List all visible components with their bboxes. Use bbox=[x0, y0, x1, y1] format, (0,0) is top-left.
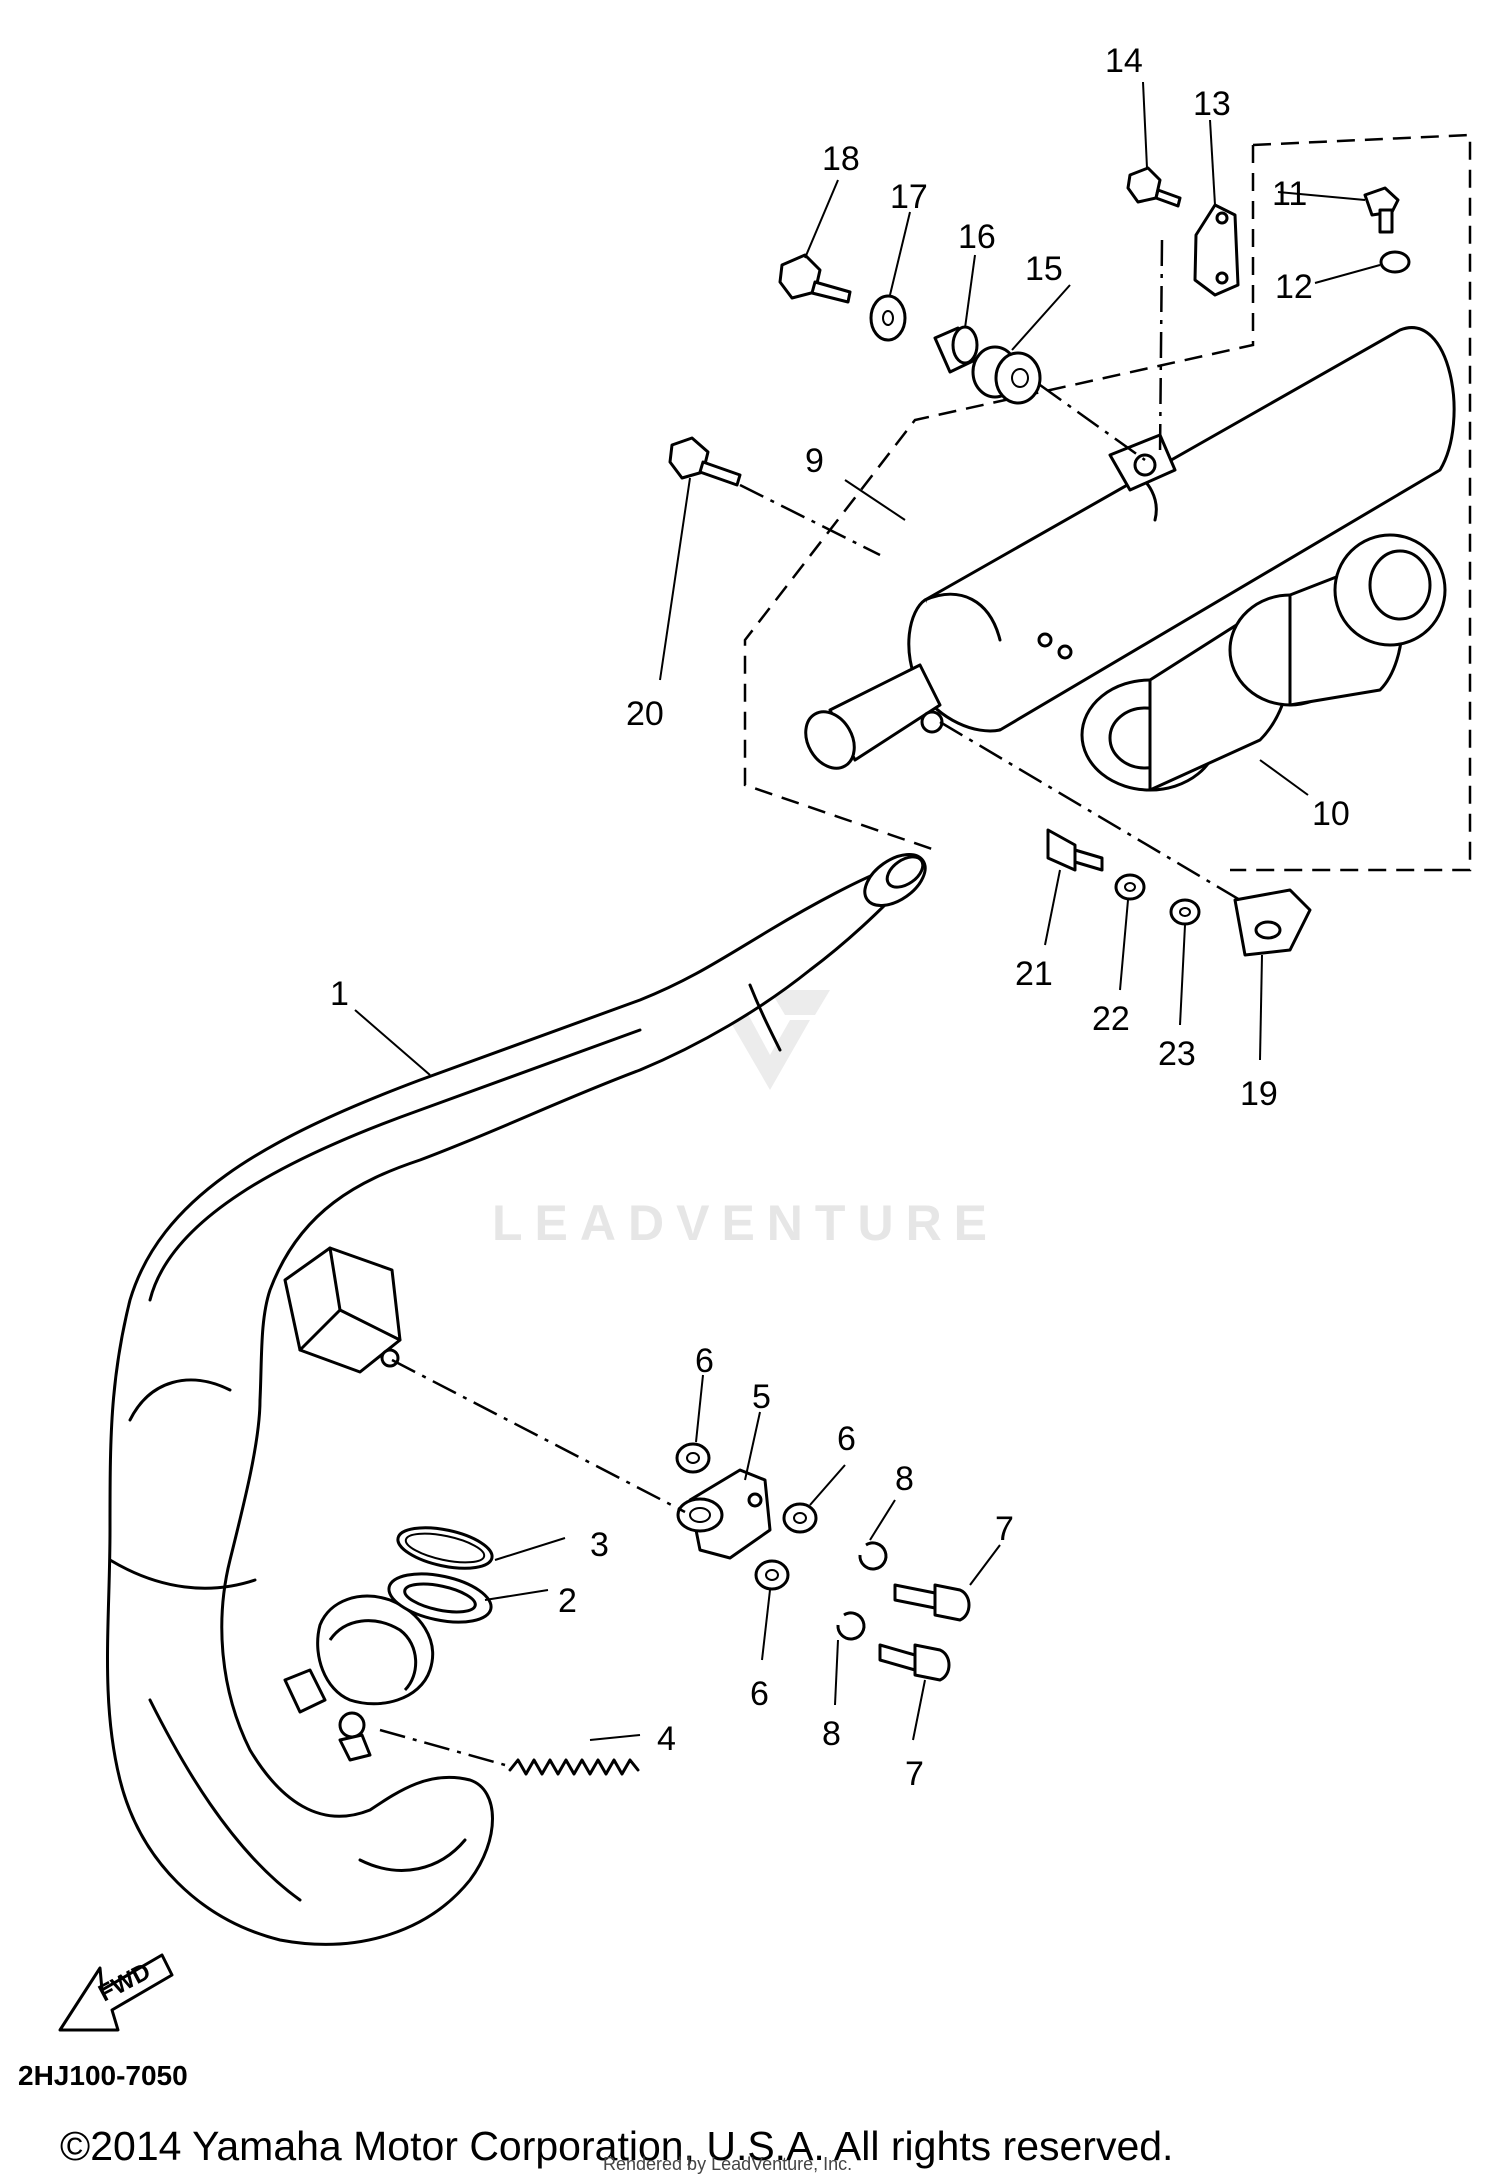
exhaust-pipe bbox=[106, 853, 927, 1946]
callout-11: 11 bbox=[1272, 175, 1307, 213]
lock-washer-8b bbox=[836, 1611, 866, 1641]
washer-12 bbox=[1379, 250, 1411, 274]
bracket-19 bbox=[1233, 888, 1312, 957]
washer-6b bbox=[782, 1502, 818, 1534]
bracket-5 bbox=[676, 1468, 772, 1560]
washer-22 bbox=[1114, 873, 1146, 901]
callout-6-right: 6 bbox=[837, 1420, 856, 1458]
callout-14: 14 bbox=[1105, 42, 1143, 80]
callout-18: 18 bbox=[822, 140, 860, 178]
collar-21 bbox=[1046, 828, 1104, 872]
callout-20: 20 bbox=[626, 695, 664, 733]
spring-4 bbox=[379, 1728, 640, 1776]
callout-6-bottom: 6 bbox=[750, 1675, 769, 1713]
silencer-insert-10 bbox=[1080, 533, 1447, 792]
callout-3: 3 bbox=[590, 1526, 609, 1564]
callout-labels: 1 2 3 4 5 6 6 6 7 7 8 8 9 10 11 12 13 14… bbox=[330, 42, 1350, 1793]
callout-17: 17 bbox=[890, 178, 928, 216]
callout-22: 22 bbox=[1092, 1000, 1130, 1038]
washer-6a bbox=[675, 1442, 711, 1474]
bolt-7b bbox=[878, 1643, 951, 1682]
callout-21: 21 bbox=[1015, 955, 1053, 993]
collar-16 bbox=[933, 325, 979, 374]
callout-5: 5 bbox=[752, 1378, 771, 1416]
callout-10: 10 bbox=[1312, 795, 1350, 833]
callout-8-bottom: 8 bbox=[822, 1715, 841, 1753]
callout-8-top: 8 bbox=[895, 1460, 914, 1498]
bolt-14 bbox=[1126, 166, 1182, 208]
washer-6c bbox=[754, 1559, 790, 1591]
gasket-3 bbox=[396, 1526, 494, 1570]
washer-17 bbox=[869, 294, 907, 342]
callout-13: 13 bbox=[1193, 85, 1231, 123]
gasket-2 bbox=[387, 1572, 493, 1624]
callout-15: 15 bbox=[1025, 250, 1063, 288]
callout-1: 1 bbox=[330, 975, 349, 1013]
callout-12: 12 bbox=[1275, 268, 1313, 306]
callout-7-bottom: 7 bbox=[905, 1755, 924, 1793]
muffler-9 bbox=[804, 326, 1456, 770]
rendered-by-note: Rendered by LeadVenture, Inc. bbox=[603, 2154, 852, 2174]
callout-7-top: 7 bbox=[995, 1510, 1014, 1548]
watermark-text: LEADVENTURE bbox=[492, 1195, 999, 1251]
leader-lines bbox=[354, 81, 1381, 1741]
copyright-notice: ©2014 Yamaha Motor Corporation, U.S.A. A… bbox=[60, 2123, 1173, 2169]
bracket-13 bbox=[1193, 203, 1240, 297]
callout-16: 16 bbox=[958, 218, 996, 256]
callout-2: 2 bbox=[558, 1582, 577, 1620]
diagram-code: 2HJ100-7050 bbox=[18, 2060, 188, 2091]
callout-6-top: 6 bbox=[695, 1342, 714, 1380]
callout-23: 23 bbox=[1158, 1035, 1196, 1073]
callout-19: 19 bbox=[1240, 1075, 1278, 1113]
callout-9: 9 bbox=[805, 442, 824, 480]
fwd-arrow-icon: FWD bbox=[58, 1953, 174, 2032]
screw-11 bbox=[1363, 186, 1400, 234]
lock-washer-8a bbox=[858, 1541, 888, 1571]
washer-23 bbox=[1169, 898, 1201, 926]
bolt-18 bbox=[778, 253, 852, 304]
callout-4: 4 bbox=[657, 1720, 676, 1758]
bolt-7a bbox=[893, 1583, 971, 1622]
bolt-20 bbox=[668, 436, 742, 487]
damper-15 bbox=[971, 345, 1042, 405]
